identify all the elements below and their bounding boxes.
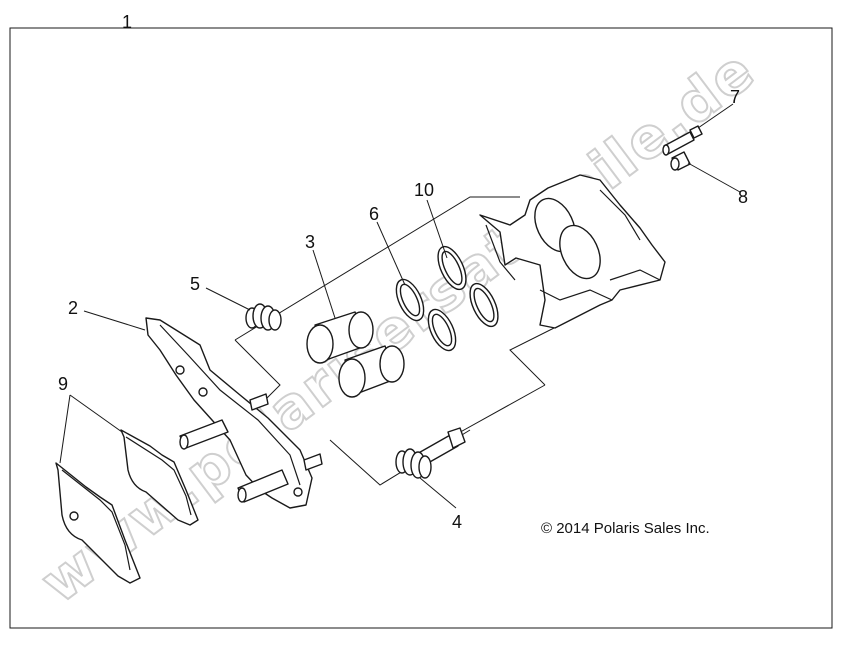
callout-4: 4 bbox=[452, 512, 462, 532]
callout-8: 8 bbox=[738, 187, 748, 207]
callout-6: 6 bbox=[369, 204, 379, 224]
callout-2: 2 bbox=[68, 298, 78, 318]
fitting-part-4 bbox=[395, 427, 466, 479]
callout-3: 3 bbox=[305, 232, 315, 252]
bleeder-part-7 bbox=[662, 125, 703, 156]
callout-7: 7 bbox=[730, 87, 740, 107]
callout-10: 10 bbox=[414, 180, 434, 200]
callout-9: 9 bbox=[58, 374, 68, 394]
callout-5: 5 bbox=[190, 274, 200, 294]
callout-1: 1 bbox=[122, 12, 132, 32]
callout-leaders bbox=[59, 103, 741, 509]
diagram-frame bbox=[9, 27, 833, 629]
seal-part-6 bbox=[395, 278, 457, 352]
copyright-text: © 2014 Polaris Sales Inc. bbox=[541, 520, 710, 537]
assembly-outline bbox=[234, 196, 571, 486]
caliper-housing bbox=[479, 174, 666, 329]
brake-pad-part-9 bbox=[55, 429, 199, 584]
piston-part-3 bbox=[306, 311, 405, 398]
seal-part-10 bbox=[437, 245, 499, 328]
bracket-part-2 bbox=[145, 317, 323, 509]
boot-seal-part-5 bbox=[245, 303, 282, 331]
